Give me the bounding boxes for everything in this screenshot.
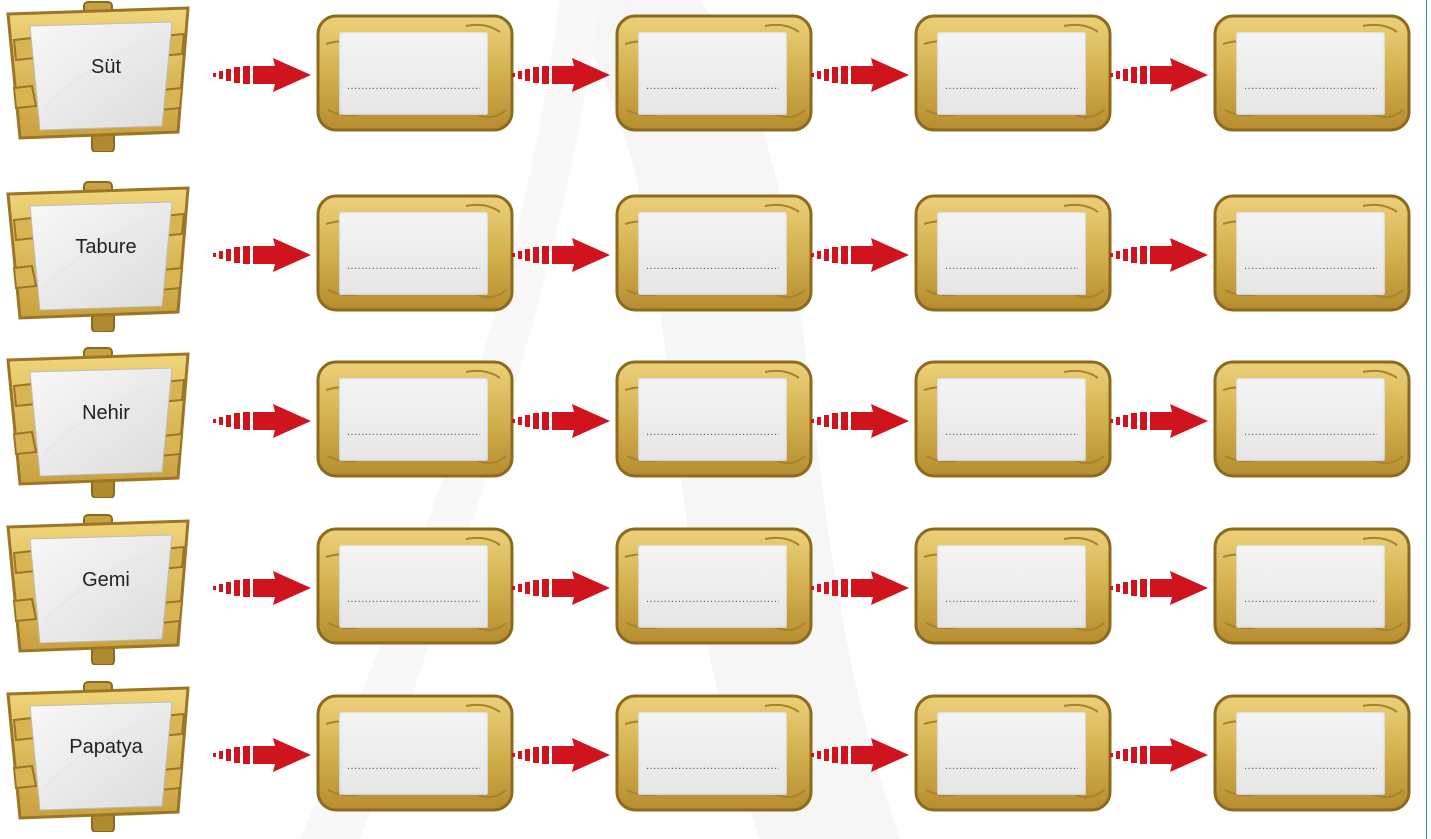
answer-line: ........................................… — [945, 593, 1078, 605]
exercise-row: Tabure .................................… — [0, 180, 1431, 348]
answer-box[interactable]: ........................................… — [339, 545, 488, 628]
wooden-frame: ........................................… — [615, 360, 813, 478]
red-arrow-icon — [213, 571, 313, 605]
answer-box[interactable]: ........................................… — [1236, 545, 1385, 628]
red-arrow-icon — [1110, 404, 1210, 438]
answer-line: ........................................… — [347, 426, 480, 438]
wooden-frame: ........................................… — [316, 14, 514, 132]
answer-box[interactable]: ........................................… — [937, 32, 1086, 115]
wooden-signpost-icon: Papatya — [2, 680, 194, 832]
exercise-row: Papatya ................................… — [0, 680, 1431, 839]
wooden-frame: ........................................… — [316, 194, 514, 312]
answer-line: ........................................… — [945, 260, 1078, 272]
wooden-frame: ........................................… — [1213, 360, 1411, 478]
wooden-frame: ........................................… — [1213, 694, 1411, 812]
red-arrow-icon — [811, 738, 911, 772]
answer-line: ........................................… — [646, 260, 779, 272]
wooden-signpost-icon: Gemi — [2, 513, 194, 665]
answer-line: ........................................… — [945, 80, 1078, 92]
red-arrow-icon — [512, 58, 612, 92]
answer-line: ........................................… — [1244, 593, 1377, 605]
red-arrow-icon — [213, 738, 313, 772]
red-arrow-icon — [1110, 738, 1210, 772]
answer-box[interactable]: ........................................… — [339, 32, 488, 115]
answer-box[interactable]: ........................................… — [937, 378, 1086, 461]
answer-line: ........................................… — [347, 260, 480, 272]
answer-line: ........................................… — [1244, 760, 1377, 772]
red-arrow-icon — [213, 58, 313, 92]
wooden-frame: ........................................… — [615, 14, 813, 132]
wooden-frame: ........................................… — [914, 14, 1112, 132]
answer-line: ........................................… — [1244, 260, 1377, 272]
red-arrow-icon — [213, 404, 313, 438]
wooden-frame: ........................................… — [316, 694, 514, 812]
answer-line: ........................................… — [347, 593, 480, 605]
answer-line: ........................................… — [945, 426, 1078, 438]
wooden-frame: ........................................… — [914, 694, 1112, 812]
wooden-frame: ........................................… — [1213, 14, 1411, 132]
wooden-frame: ........................................… — [914, 527, 1112, 645]
answer-line: ........................................… — [1244, 80, 1377, 92]
answer-box[interactable]: ........................................… — [638, 212, 787, 295]
exercise-row: Gemi ...................................… — [0, 513, 1431, 681]
exercise-row: Süt ....................................… — [0, 0, 1431, 168]
page-edge-line — [1426, 0, 1431, 839]
sign-word: Papatya — [69, 736, 143, 758]
answer-line: ........................................… — [646, 760, 779, 772]
red-arrow-icon — [512, 238, 612, 272]
wooden-signpost-icon: Tabure — [2, 180, 194, 332]
red-arrow-icon — [1110, 571, 1210, 605]
red-arrow-icon — [1110, 238, 1210, 272]
answer-box[interactable]: ........................................… — [937, 545, 1086, 628]
answer-line: ........................................… — [1244, 426, 1377, 438]
answer-box[interactable]: ........................................… — [339, 212, 488, 295]
answer-box[interactable]: ........................................… — [638, 712, 787, 795]
red-arrow-icon — [811, 238, 911, 272]
answer-box[interactable]: ........................................… — [638, 32, 787, 115]
sign-word: Nehir — [82, 402, 130, 424]
answer-box[interactable]: ........................................… — [339, 712, 488, 795]
red-arrow-icon — [811, 58, 911, 92]
answer-box[interactable]: ........................................… — [638, 545, 787, 628]
red-arrow-icon — [1110, 58, 1210, 92]
wooden-frame: ........................................… — [1213, 194, 1411, 312]
answer-box[interactable]: ........................................… — [1236, 212, 1385, 295]
wooden-signpost-icon: Nehir — [2, 346, 194, 498]
answer-box[interactable]: ........................................… — [1236, 712, 1385, 795]
red-arrow-icon — [512, 571, 612, 605]
wooden-frame: ........................................… — [316, 360, 514, 478]
red-arrow-icon — [811, 404, 911, 438]
answer-line: ........................................… — [646, 80, 779, 92]
sign-word: Süt — [90, 56, 122, 78]
wooden-frame: ........................................… — [615, 527, 813, 645]
red-arrow-icon — [811, 571, 911, 605]
answer-box[interactable]: ........................................… — [937, 212, 1086, 295]
answer-box[interactable]: ........................................… — [638, 378, 787, 461]
answer-box[interactable]: ........................................… — [937, 712, 1086, 795]
answer-line: ........................................… — [347, 80, 480, 92]
answer-line: ........................................… — [945, 760, 1078, 772]
red-arrow-icon — [213, 238, 313, 272]
sign-word: Tabure — [75, 236, 137, 258]
answer-line: ........................................… — [646, 426, 779, 438]
answer-line: ........................................… — [347, 760, 480, 772]
red-arrow-icon — [512, 404, 612, 438]
wooden-frame: ........................................… — [316, 527, 514, 645]
exercise-row: Nehir ..................................… — [0, 346, 1431, 514]
wooden-frame: ........................................… — [615, 194, 813, 312]
answer-box[interactable]: ........................................… — [339, 378, 488, 461]
answer-box[interactable]: ........................................… — [1236, 378, 1385, 461]
wooden-frame: ........................................… — [1213, 527, 1411, 645]
answer-line: ........................................… — [646, 593, 779, 605]
wooden-frame: ........................................… — [914, 360, 1112, 478]
answer-box[interactable]: ........................................… — [1236, 32, 1385, 115]
wooden-signpost-icon: Süt — [2, 0, 194, 152]
wooden-frame: ........................................… — [615, 694, 813, 812]
wooden-frame: ........................................… — [914, 194, 1112, 312]
red-arrow-icon — [512, 738, 612, 772]
sign-word: Gemi — [82, 569, 130, 591]
